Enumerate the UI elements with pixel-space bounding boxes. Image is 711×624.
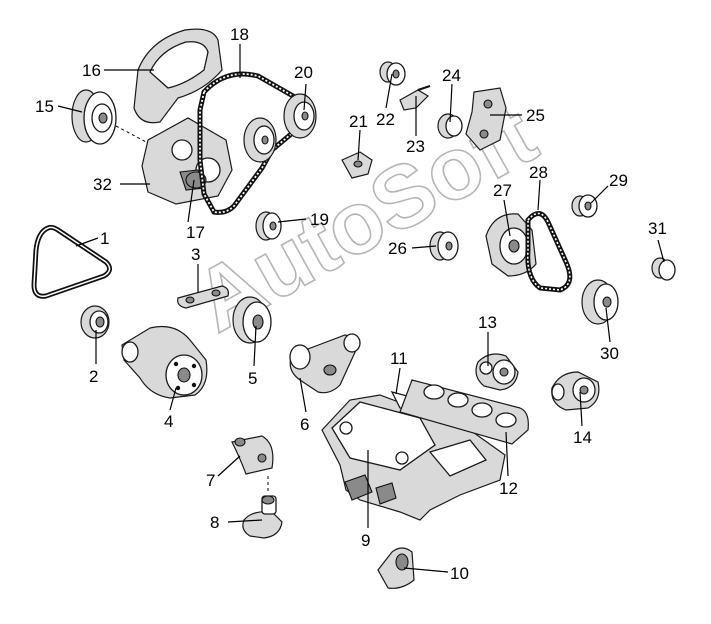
- label-27: 27: [493, 181, 512, 200]
- label-25: 25: [526, 106, 545, 125]
- label-18: 18: [230, 25, 249, 44]
- label-2: 2: [89, 367, 98, 386]
- part-labels: 1 2 3 4 5 6 7 8 9 10 11 12 13 14 15 16 1…: [35, 25, 667, 583]
- label-3: 3: [191, 245, 200, 264]
- part-2-cap: [80, 305, 110, 339]
- label-17: 17: [186, 223, 205, 242]
- label-8: 8: [210, 513, 219, 532]
- part-12-exhaust-gasket: [399, 379, 529, 445]
- label-1: 1: [100, 229, 109, 248]
- part-29-bushing: [571, 194, 598, 218]
- label-32: 32: [93, 175, 112, 194]
- label-31: 31: [648, 219, 667, 238]
- part-16-timing-cover: [133, 28, 223, 124]
- label-11: 11: [390, 349, 408, 368]
- label-26: 26: [388, 239, 407, 258]
- part-32-backplate: [141, 117, 233, 205]
- label-23: 23: [406, 137, 425, 156]
- label-28: 28: [529, 163, 548, 182]
- part-28-belt: [525, 211, 573, 293]
- part-27-housing: [485, 213, 537, 277]
- part-22-bushing: [379, 61, 406, 86]
- label-4: 4: [164, 412, 173, 431]
- part-23-lever: [399, 85, 431, 111]
- leader-lines: [57, 44, 665, 573]
- label-9: 9: [361, 531, 370, 550]
- part-25-bracket: [465, 87, 507, 151]
- part-4-water-pump: [121, 325, 208, 399]
- part-1-drive-belt: [31, 224, 112, 299]
- label-19: 19: [310, 210, 329, 229]
- part-7-mount-bracket: [231, 435, 274, 475]
- part-14-tensioner: [551, 371, 600, 411]
- part-19-idler: [255, 211, 282, 241]
- part-6-thermostat-housing: [289, 333, 361, 394]
- label-30: 30: [600, 344, 619, 363]
- label-21: 21: [349, 112, 368, 131]
- part-13-idler: [475, 353, 519, 391]
- part-10-mount: [377, 547, 415, 589]
- part-20-cam-gears: [243, 93, 317, 163]
- label-22: 22: [376, 110, 395, 129]
- label-14: 14: [573, 428, 592, 447]
- label-24: 24: [442, 66, 461, 85]
- label-20: 20: [294, 63, 313, 82]
- part-31-bushing: [651, 257, 676, 281]
- part-30-gear: [581, 279, 619, 325]
- label-7: 7: [206, 471, 215, 490]
- label-16: 16: [82, 61, 101, 80]
- part-21-clip: [341, 151, 373, 179]
- label-6: 6: [300, 415, 309, 434]
- part-8-sensor: [242, 495, 283, 539]
- label-12: 12: [499, 479, 518, 498]
- label-29: 29: [609, 171, 628, 190]
- part-15-crank-pulley: [71, 89, 117, 145]
- part-24-seal: [437, 113, 463, 139]
- label-5: 5: [248, 369, 257, 388]
- label-13: 13: [478, 313, 497, 332]
- part-3-bracket: [177, 285, 229, 309]
- label-15: 15: [35, 97, 54, 116]
- part-5-pulley: [232, 296, 272, 344]
- label-10: 10: [450, 564, 469, 583]
